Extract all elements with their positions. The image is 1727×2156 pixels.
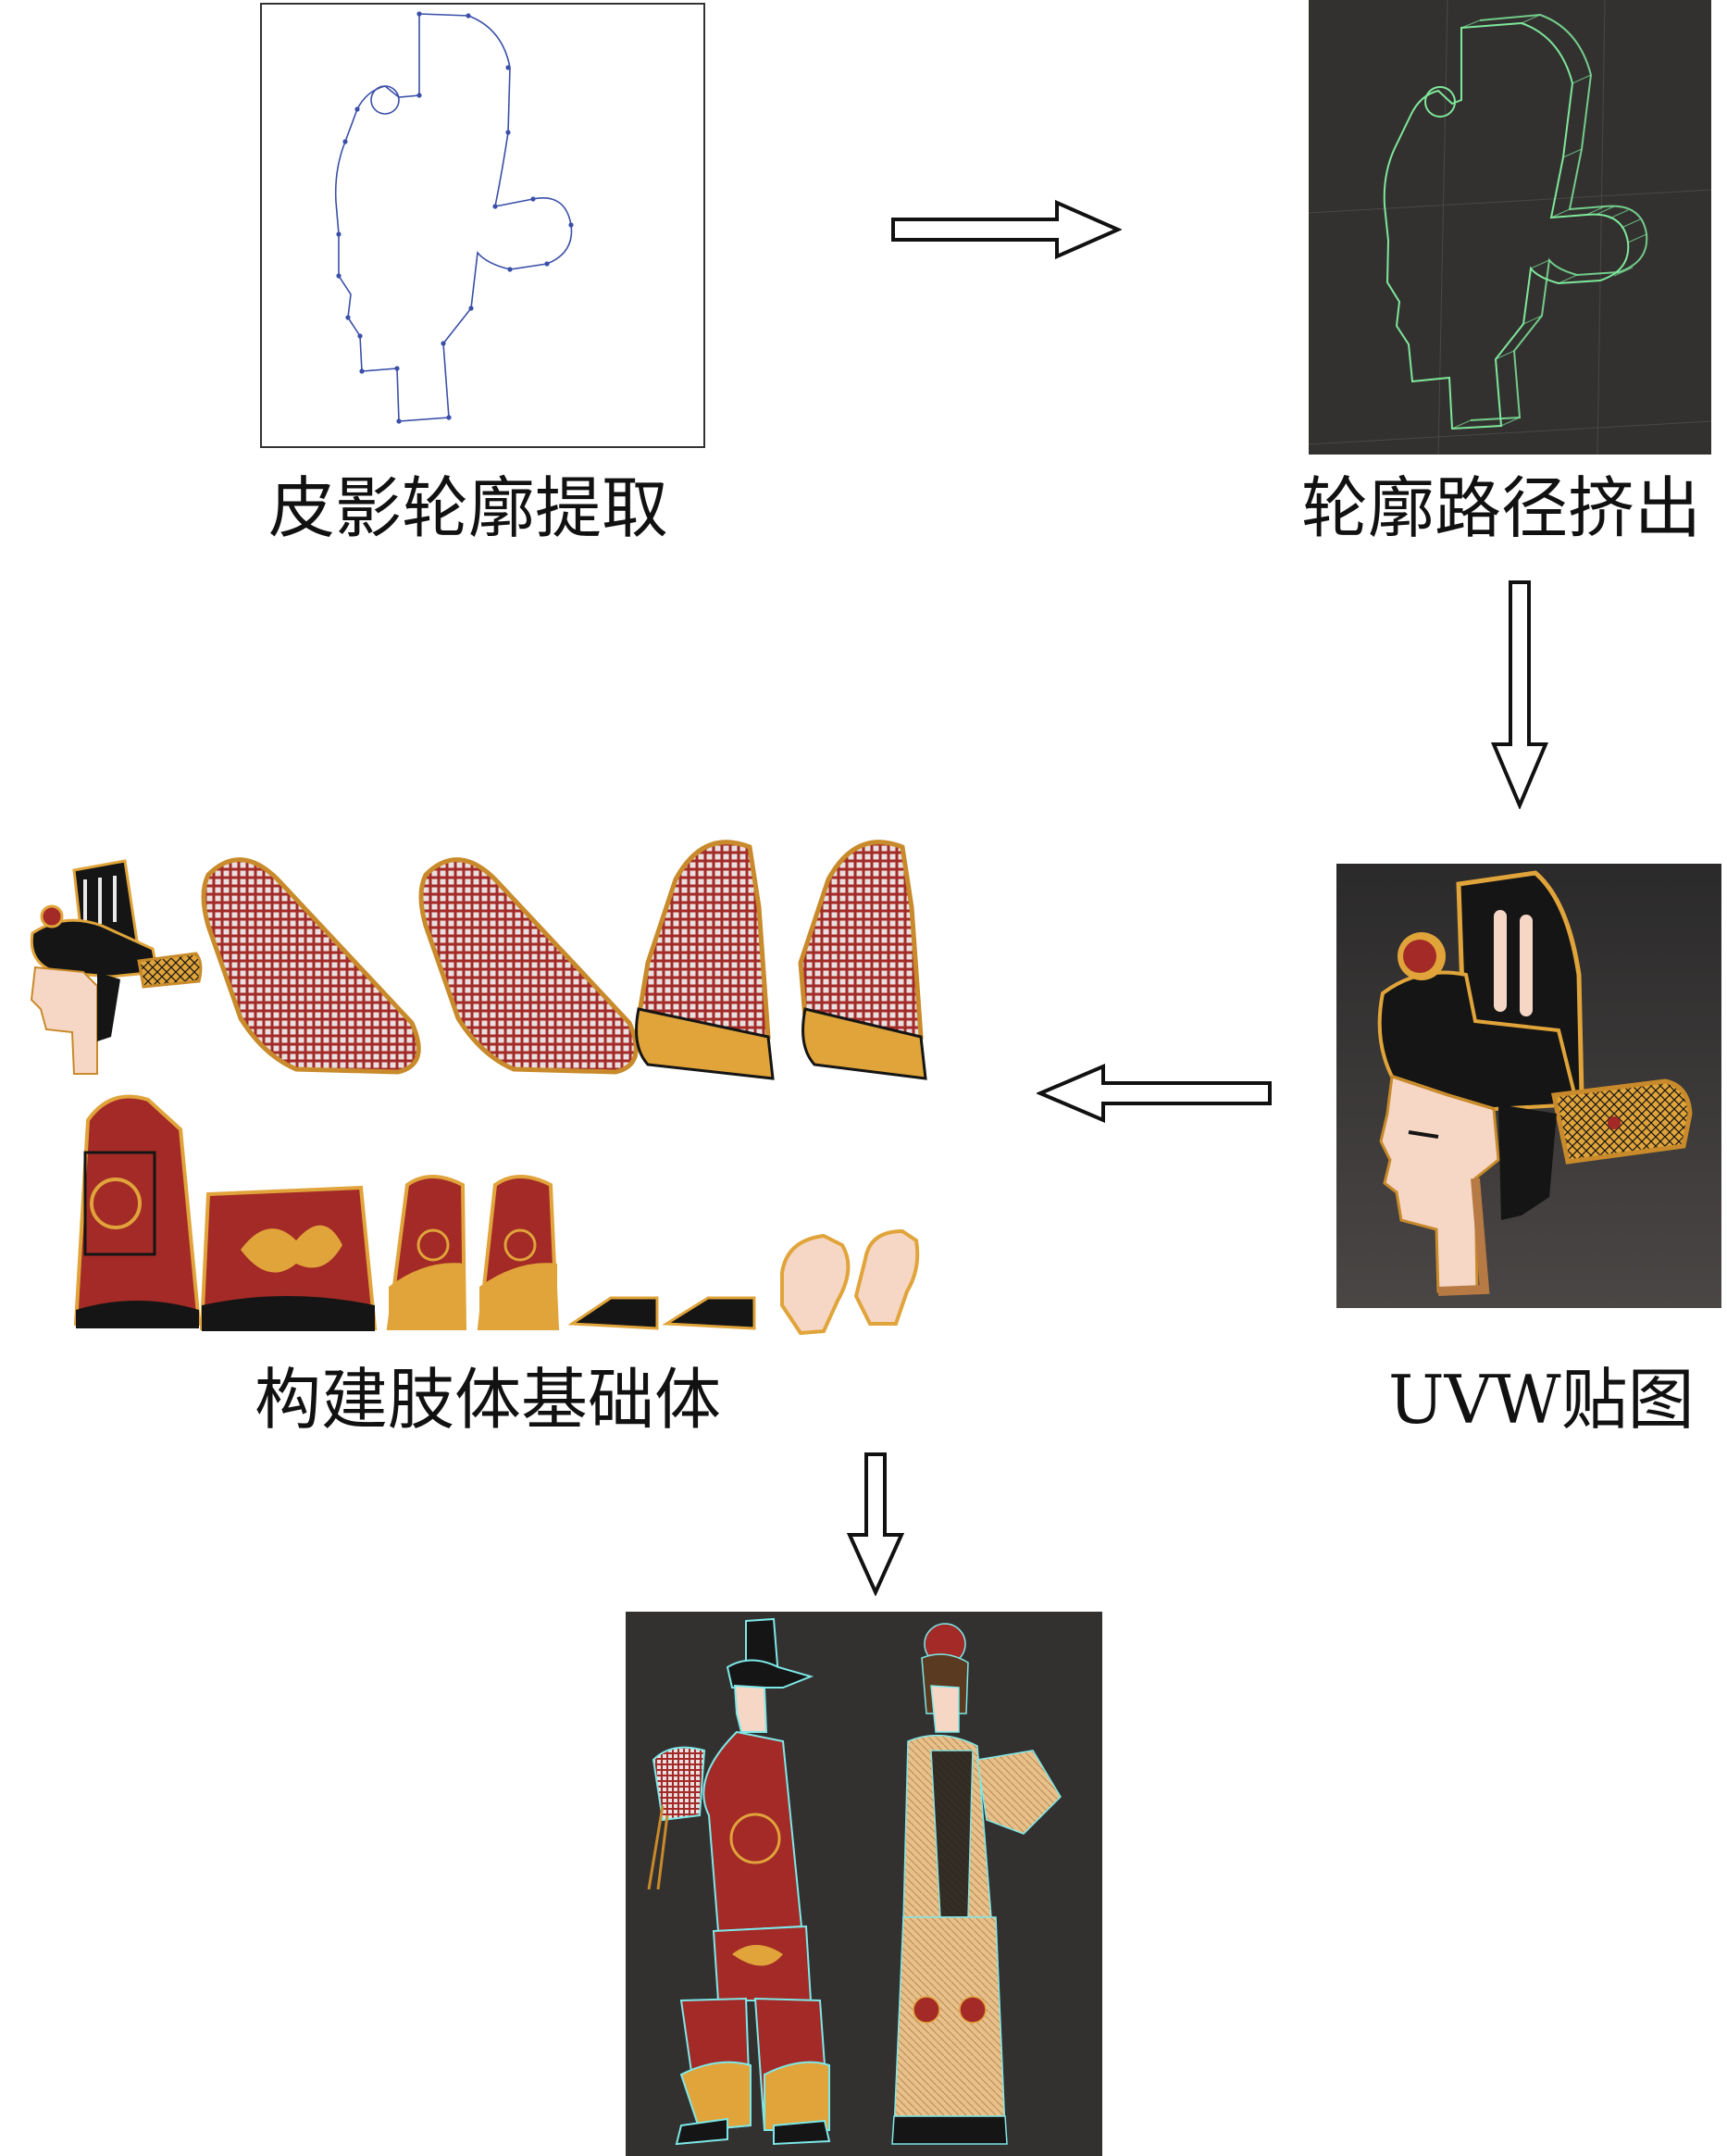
male-figure: [647, 1617, 831, 2146]
head-part: [30, 859, 203, 1075]
path-extrusion-label: 轮廓路径挤出: [1301, 469, 1702, 547]
limb-base-label: 构建肢体基础体: [255, 1361, 722, 1439]
outline-extraction-label: 皮影轮廓提取: [268, 469, 669, 547]
uvw-mapping-label: UVW贴图: [1388, 1361, 1695, 1439]
arrow-left: [1037, 1063, 1274, 1124]
limb-base-panel: [19, 824, 953, 1342]
final-figures-panel: [626, 1612, 1102, 2156]
arrow-down-center: [846, 1452, 905, 1596]
arrow-right: [890, 199, 1122, 260]
outline-extraction-panel: [260, 3, 705, 448]
female-figure: [891, 1623, 1062, 2145]
path-extrusion-panel: [1309, 0, 1711, 455]
arrow-down-right-column: [1490, 580, 1549, 809]
uvw-mapping-panel: [1336, 864, 1721, 1308]
